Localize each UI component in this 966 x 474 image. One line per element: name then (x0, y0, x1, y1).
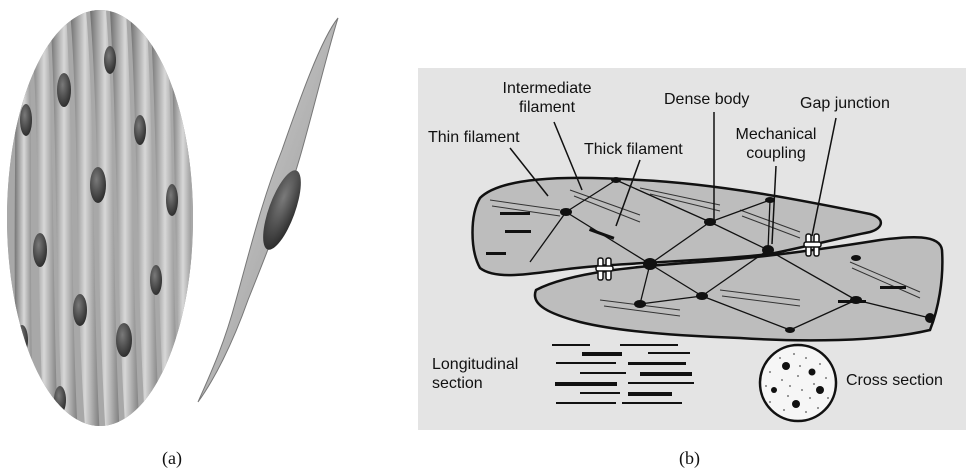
cross-section-label: Cross section (846, 371, 943, 390)
longitudinal-section-label-line2: section (432, 375, 483, 392)
intermediate-filament-label-line1: Intermediate (503, 80, 592, 97)
single-smooth-muscle-cell (198, 18, 338, 402)
panel-b-caption: (b) (679, 448, 700, 469)
dense-body-label: Dense body (664, 90, 749, 109)
longitudinal-section-label-line1: Longitudinal (432, 356, 518, 373)
panel-a-caption: (a) (162, 448, 182, 469)
cross-section-circle (760, 345, 836, 421)
mechanical-coupling-label-line2: coupling (746, 145, 806, 162)
thick-filament-label: Thick filament (584, 140, 683, 159)
gap-junction-label: Gap junction (800, 94, 890, 113)
mechanical-coupling-label-line1: Mechanical (736, 126, 817, 143)
smooth-muscle-tissue-oval (0, 0, 200, 440)
intermediate-filament-label: Intermediate filament (488, 79, 606, 117)
thin-filament-label: Thin filament (428, 128, 520, 147)
intermediate-filament-label-line2: filament (519, 99, 575, 116)
mechanical-coupling-label: Mechanical coupling (724, 125, 828, 163)
longitudinal-section-label: Longitudinal section (432, 355, 518, 393)
